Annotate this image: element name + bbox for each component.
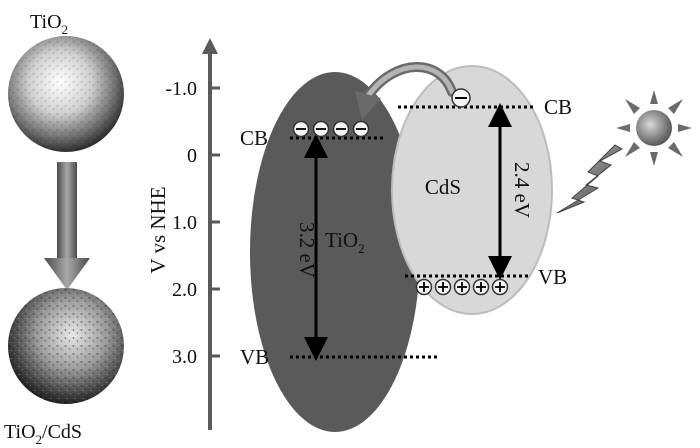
tio2-electron [312,120,330,138]
tio2-sphere-icon [8,36,124,152]
down-arrow-icon [44,162,90,290]
tick-label: 2.0 [172,279,197,301]
cds-electron [451,88,471,108]
tick-label: 1.0 [172,212,197,234]
cds-hole [472,278,490,296]
cds-hole [434,278,452,296]
bottom-sphere-label: TiO2/CdS [4,421,82,447]
cds-cb-label: CB [544,95,572,119]
tio2-cb-label: CB [240,126,268,150]
tio2-electron [332,120,350,138]
cds-vb-label: VB [538,265,567,289]
top-sphere-label: TiO2 [30,11,68,37]
tio2-electron-group [292,120,370,138]
tio2-cds-sphere-icon [8,288,124,404]
tick-label: -1.0 [165,78,197,100]
axis-label: V vs NHE [146,186,170,273]
tick-label: 3.0 [172,346,197,368]
cds-hole [415,278,433,296]
cds-band-gap-label: 2.4 eV [510,162,534,218]
tio2-band-gap-label: 3.2 eV [295,222,319,278]
potential-axis [202,38,220,430]
tick-label: 0 [187,145,197,167]
sun-icon [616,90,692,166]
tio2-electron [292,120,310,138]
tio2-name-label: TiO2 [325,228,365,256]
tio2-electron [352,120,370,138]
transfer-arrow-icon [355,62,457,120]
tio2-vb-label: VB [240,345,269,369]
cds-hole [491,278,509,296]
cds-particle [391,65,553,315]
tio2-particle [250,72,420,432]
cds-hole [453,278,471,296]
cds-name-label: CdS [425,175,461,199]
cds-hole-group [415,278,509,296]
lightning-icon [556,144,624,214]
